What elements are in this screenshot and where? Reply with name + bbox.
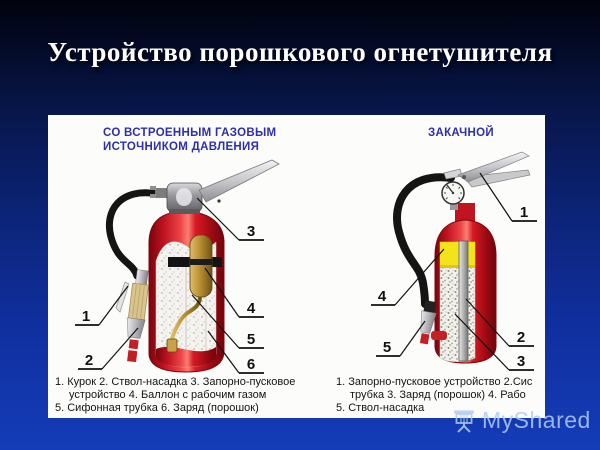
right-label-5-text: 5 <box>383 339 391 356</box>
left-label-2: 2 <box>78 327 139 370</box>
left-header-line2: ИСТОЧНИКОМ ДАВЛЕНИЯ <box>103 141 260 153</box>
extinguisher-diagrams: 1 2 3 4 <box>75 151 537 374</box>
right-hose-end <box>423 300 437 313</box>
left-label-3-text: 3 <box>247 223 255 240</box>
left-label-1-text: 1 <box>82 308 90 325</box>
left-cap-highlight <box>176 188 192 206</box>
watermark-text: MyShared <box>482 407 591 433</box>
left-caption-line1: 1. Курок 2. Ствол-насадка 3. Запорно-пус… <box>55 376 296 388</box>
left-label-1: 1 <box>75 285 129 326</box>
left-label-5-text: 5 <box>247 331 255 348</box>
left-port-pin1 <box>150 186 156 190</box>
right-label-3-text: 3 <box>517 353 525 370</box>
right-label-5: 5 <box>376 320 426 357</box>
right-column-header: ЗАКАЧНОЙ <box>428 127 494 139</box>
left-caption: 1. Курок 2. Ствол-насадка 3. Запорно-пус… <box>55 376 333 415</box>
right-label-2-text: 2 <box>517 329 525 346</box>
right-gauge-stem <box>450 203 458 210</box>
right-upper-lever <box>457 151 530 183</box>
projector-screen-icon <box>454 410 474 433</box>
right-gauge-needle <box>446 184 454 194</box>
left-lever-pin <box>217 199 221 203</box>
right-label-4: 4 <box>371 248 445 306</box>
right-nozzle-tip <box>419 333 430 345</box>
left-label-6-text: 6 <box>247 356 255 373</box>
right-hose <box>393 173 455 308</box>
left-nozzle-connector <box>135 269 149 286</box>
left-lever <box>198 159 280 203</box>
right-caption-line2: трубка 3. Заряд (порошок) 4. Рабо <box>350 389 526 401</box>
right-caption-line1: 1. Запорно-пусковое устройство 2.Сис <box>336 376 533 388</box>
left-siphon-tube <box>170 296 202 340</box>
right-label-4-text: 4 <box>378 288 387 305</box>
left-label-4-text: 4 <box>247 300 256 317</box>
right-gauge-ticks <box>444 184 462 200</box>
right-caption: 1. Запорно-пусковое устройство 2.Сис тру… <box>336 376 545 415</box>
left-extinguisher-diagram: 1 2 3 4 <box>75 159 280 374</box>
right-gas-space-edge <box>440 265 475 268</box>
left-nozzle-assembly <box>127 269 149 363</box>
left-label-3: 3 <box>196 197 264 241</box>
right-lever-pivot <box>462 175 466 179</box>
right-label-3: 3 <box>454 313 534 371</box>
left-hose-port <box>155 188 168 198</box>
left-grip-texture <box>131 284 145 319</box>
right-lever-stub <box>443 168 463 180</box>
left-siphon-tip <box>166 338 178 353</box>
left-caption-line3: 5. Сифонная трубка 6. Заряд (порошок) <box>55 402 259 414</box>
right-lower-handle <box>463 169 531 188</box>
right-gas-space <box>440 242 475 268</box>
left-nozzle-barrel <box>127 317 146 339</box>
left-label-6: 6 <box>207 330 264 374</box>
left-nozzle-tip2 <box>127 350 138 363</box>
left-column-header: СО ВСТРОЕННЫМ ГАЗОВЫМ ИСТОЧНИКОМ ДАВЛЕНИ… <box>103 126 276 154</box>
right-label-1-text: 1 <box>520 204 528 221</box>
right-label-1: 1 <box>479 172 537 222</box>
myshared-watermark[interactable]: MyShared <box>451 407 591 434</box>
left-label-2-text: 2 <box>85 352 93 369</box>
left-port-pin2 <box>150 194 156 198</box>
left-header-line1: СО ВСТРОЕННЫМ ГАЗОВЫМ <box>103 127 277 139</box>
content-panel: СО ВСТРОЕННЫМ ГАЗОВЫМ ИСТОЧНИКОМ ДАВЛЕНИ… <box>48 115 545 418</box>
left-nozzle-tip1 <box>128 339 139 350</box>
right-nozzle-assembly <box>419 300 437 345</box>
left-caption-line2: устройство 4. Баллон с рабочим газом <box>69 389 267 401</box>
left-cartridge-strap <box>190 259 212 265</box>
slide-title: Устройство порошкового огнетушителя <box>47 37 553 67</box>
left-label-4: 4 <box>204 267 264 318</box>
left-hose <box>106 189 162 280</box>
left-gas-cartridge <box>189 234 213 298</box>
right-nozzle-barrel <box>420 310 437 334</box>
right-gauge-center <box>451 191 455 195</box>
left-cap-lip <box>169 209 200 214</box>
right-siphon-tube <box>458 240 469 362</box>
right-caption-line3: 5. Ствол-насадка <box>336 402 425 414</box>
right-label-2: 2 <box>465 298 534 347</box>
right-extinguisher-diagram: 1 4 5 2 <box>371 151 537 371</box>
right-neck <box>455 203 475 223</box>
right-outlet-elbow <box>431 331 447 340</box>
left-label-5: 5 <box>191 294 264 349</box>
